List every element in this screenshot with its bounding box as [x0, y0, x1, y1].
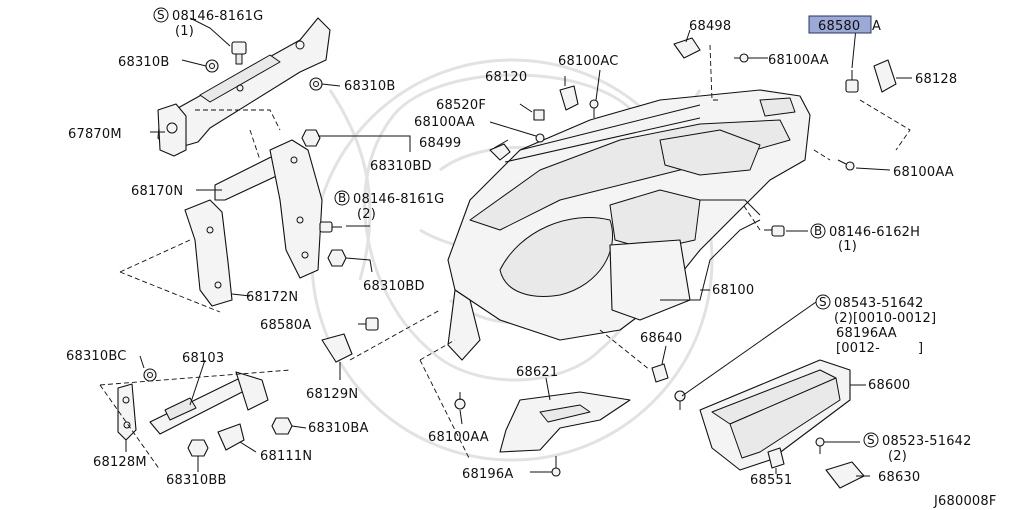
- label-68640: 68640: [640, 331, 682, 346]
- bracket-68128M: [117, 383, 137, 441]
- screw-68100AC: [589, 99, 599, 118]
- bracket-68170N: [214, 139, 323, 279]
- screw-s-08543-51642: [674, 390, 686, 410]
- nut-68310BD-a: [301, 129, 321, 147]
- label-68120: 68120: [485, 70, 527, 85]
- bracket-68172N: [184, 199, 233, 307]
- svg-text:B: B: [814, 224, 822, 238]
- screw-68196A: [551, 456, 561, 477]
- label-68310BD-b: 68310BD: [363, 279, 425, 294]
- screw-68100AA-right: [837, 159, 855, 171]
- glove-box-68600: [699, 359, 851, 471]
- nut-68310B-a: [205, 59, 219, 73]
- label-68580A-left: 68580A: [260, 318, 311, 333]
- label-68100AA-right: 68100AA: [893, 165, 954, 180]
- label-s-08523-51642: 08523-51642: [882, 434, 972, 449]
- screw-s-08523-51642: [815, 437, 825, 454]
- screw-68100AA-bl: [454, 392, 466, 410]
- symbol-s-glovebox: S: [815, 294, 831, 310]
- label-68580A-highlight-suffix: A: [872, 19, 881, 34]
- bolt-68580A-left: [358, 317, 379, 331]
- instrument-panel-68100: [447, 89, 811, 361]
- label-68111N: 68111N: [260, 449, 312, 464]
- label-68499: 68499: [419, 136, 461, 151]
- screw-68100AA-mid: [535, 133, 545, 143]
- label-68170N: 68170N: [131, 184, 183, 199]
- latch-68630: [825, 461, 865, 489]
- label-68128: 68128: [915, 72, 957, 87]
- symbol-b-right: B: [810, 223, 826, 239]
- label-68196AA: 68196AA: [836, 326, 897, 341]
- nut-68310BC: [143, 368, 157, 382]
- label-68310BB: 68310BB: [166, 473, 227, 488]
- diagram-id: J680008F: [933, 494, 997, 509]
- hinge-68551: [767, 447, 785, 469]
- label-68580A-highlight: 68580: [818, 19, 860, 34]
- label-68551: 68551: [750, 473, 792, 488]
- label-s-08523-51642-qty: (2): [888, 449, 907, 464]
- label-68103: 68103: [182, 351, 224, 366]
- clip-68640: [651, 363, 669, 383]
- nut-68310B-b: [309, 77, 323, 91]
- label-b-08146-6162H: 08146-6162H: [829, 225, 920, 240]
- svg-text:S: S: [867, 433, 875, 447]
- label-68520F: 68520F: [436, 98, 486, 113]
- steering-member-bracket: [157, 17, 331, 157]
- nut-68310BD-b: [327, 249, 347, 267]
- label-b-08146-6162H-qty: (1): [838, 239, 857, 254]
- label-b-08146-8161G-qty: (2): [357, 207, 376, 222]
- label-s-08543-51642: 08543-51642: [834, 296, 924, 311]
- bolt-b-08146-8161G: [319, 221, 342, 233]
- label-68196AA-note-close: ]: [918, 341, 923, 356]
- screw-68100AA-top: [734, 53, 749, 63]
- bolt-s-08146-8161G: [231, 41, 247, 65]
- label-68310BC: 68310BC: [66, 349, 127, 364]
- bolt-68580A-right: [845, 70, 859, 93]
- label-67870M: 67870M: [68, 127, 122, 142]
- svg-text:S: S: [819, 295, 827, 309]
- label-68128M: 68128M: [93, 455, 147, 470]
- bracket-68128: [873, 59, 897, 93]
- label-68196AA-note-open: [0012-: [836, 341, 880, 356]
- svg-text:B: B: [338, 191, 346, 205]
- symbol-s-top: S: [153, 7, 169, 23]
- nut-68310BA: [271, 417, 293, 435]
- label-68310BA: 68310BA: [308, 421, 369, 436]
- bolt-b-08146-6162H: [764, 225, 785, 237]
- bracket-68129N: [321, 333, 353, 363]
- label-68100AA-bl: 68100AA: [428, 430, 489, 445]
- label-s-08146-8161G-qty: (1): [175, 24, 194, 39]
- label-68129N: 68129N: [306, 387, 358, 402]
- nut-68310BB: [187, 439, 209, 457]
- label-b-08146-8161G: 08146-8161G: [353, 192, 444, 207]
- bracket-68111N: [217, 423, 245, 451]
- label-68100AC: 68100AC: [558, 54, 619, 69]
- label-68100AA-mid: 68100AA: [414, 115, 475, 130]
- highlight-68580A: 68580 A: [808, 15, 881, 34]
- label-68172N: 68172N: [246, 290, 298, 305]
- label-68630: 68630: [878, 470, 920, 485]
- label-68196A: 68196A: [462, 467, 513, 482]
- label-68498: 68498: [689, 19, 731, 34]
- symbol-s-latch: S: [863, 432, 879, 448]
- clip-68520F: [533, 109, 545, 121]
- label-68310B-a: 68310B: [118, 55, 169, 70]
- label-s-08543-51642-note: (2)[0010-0012]: [834, 311, 936, 326]
- symbol-b-mid: B: [334, 190, 350, 206]
- clip-68120: [559, 85, 579, 111]
- svg-text:S: S: [157, 8, 165, 22]
- label-68100AA-top: 68100AA: [768, 53, 829, 68]
- label-68621: 68621: [516, 365, 558, 380]
- label-68310B-b: 68310B: [344, 79, 395, 94]
- cap-68498: [673, 37, 701, 59]
- label-68310BD-a: 68310BD: [370, 159, 432, 174]
- label-68600: 68600: [868, 378, 910, 393]
- label-s-08146-8161G: 08146-8161G: [172, 9, 263, 24]
- label-68100: 68100: [712, 283, 754, 298]
- cover-68621: [499, 391, 631, 453]
- reinforcement-68103: [149, 371, 269, 435]
